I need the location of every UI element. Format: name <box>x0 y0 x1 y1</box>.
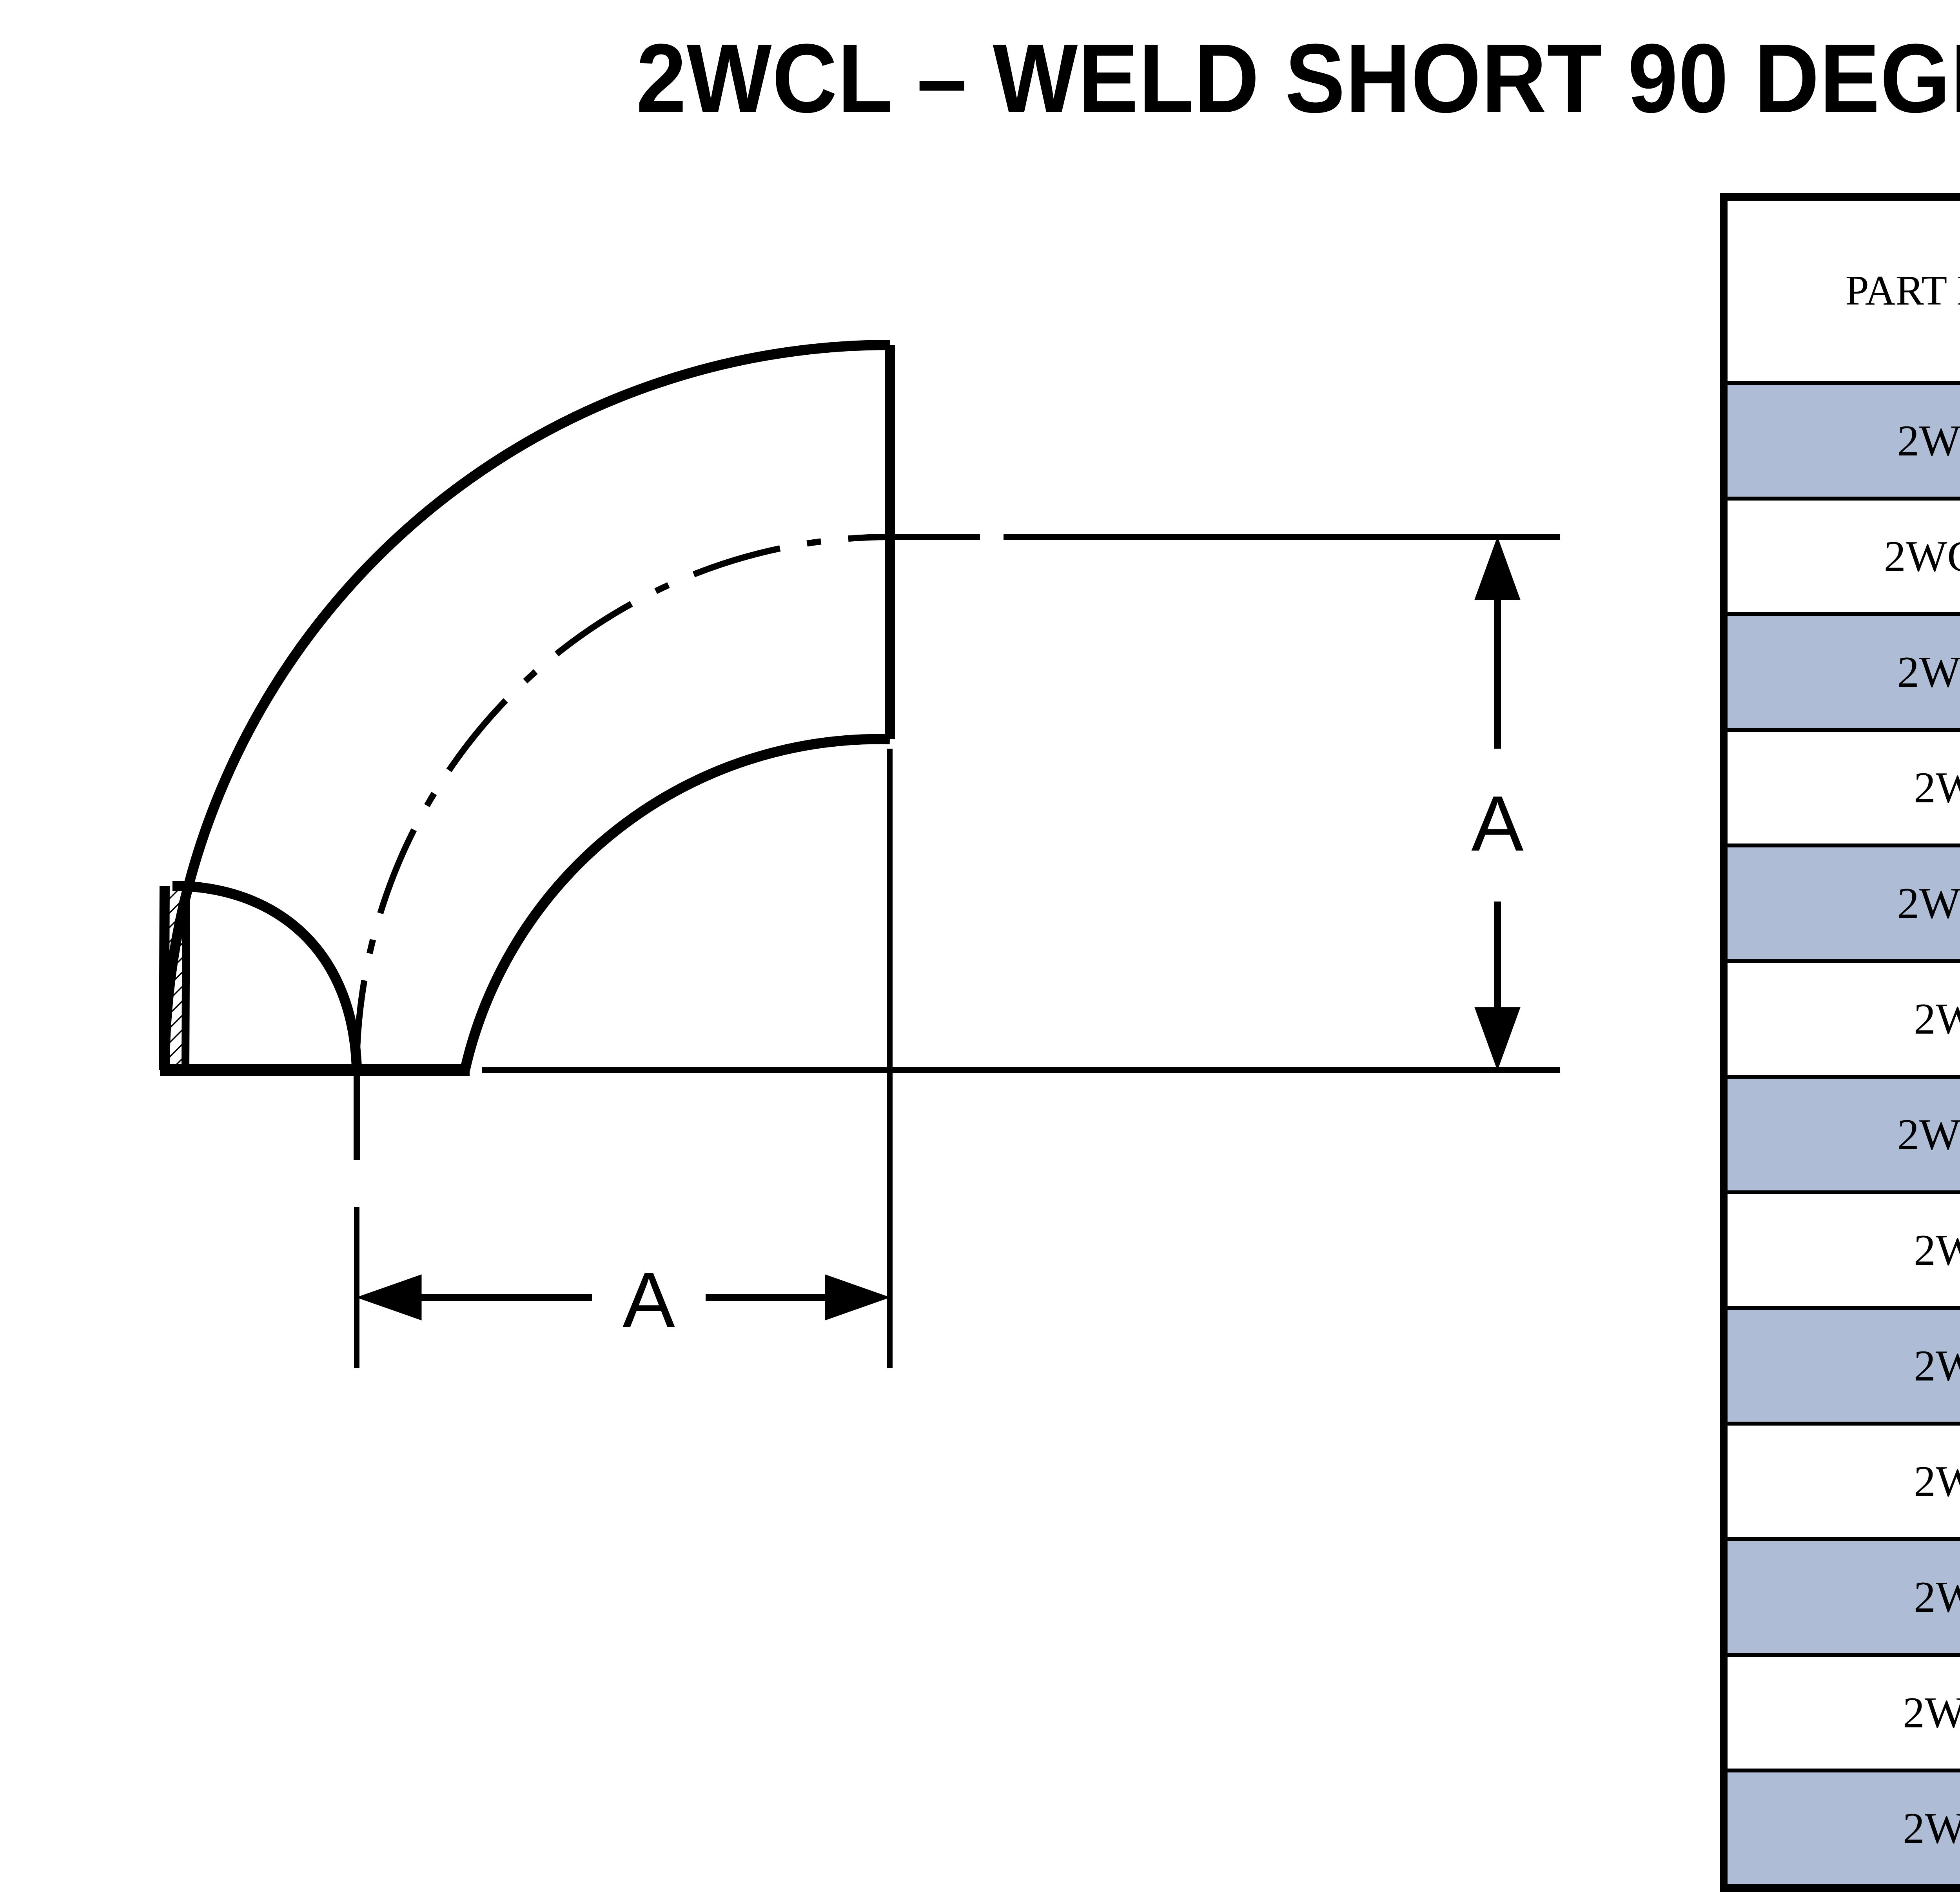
cell-part-number: 2WCL-2.5 <box>1722 1075 1960 1194</box>
dimension-label-horizontal-a: A <box>622 1256 675 1344</box>
elbow-left-wall-outer <box>159 885 170 1070</box>
dim-arrowhead-up <box>1474 536 1521 600</box>
cell-part-number: 2WCL-10 <box>1722 1653 1960 1772</box>
table-row[interactable]: 2WCL-3 3 4.500 <box>1722 1190 1960 1310</box>
table-row[interactable]: 2WCL-6 6 9.000 <box>1722 1422 1960 1541</box>
elbow-drawing-svg: A A <box>159 340 1560 1368</box>
elbow-outer-profile <box>165 345 890 1070</box>
dim-arrowhead-right <box>825 1274 891 1321</box>
elbow-outer-arc <box>160 340 890 1070</box>
cell-part-number: 2WCL-.50L <box>1722 497 1960 616</box>
spec-table-head: PART NUMBER SIZE (inches) A (inches) <box>1722 195 1960 385</box>
elbow-centerline-arc <box>354 534 890 1070</box>
column-header-part-number: PART NUMBER <box>1722 195 1960 385</box>
elbow-drawing-panel: A A <box>0 274 1686 1372</box>
table-row[interactable]: 2WCL-1 1 1.500 <box>1722 728 1960 847</box>
elbow-bore-arc <box>172 881 362 1068</box>
cell-part-number: 2WCL-1 <box>1722 728 1960 847</box>
cell-part-number: 2WCL-8 <box>1722 1537 1960 1657</box>
cell-part-number: 2WCL-.50 <box>1722 381 1960 501</box>
dimension-label-vertical-a: A <box>1471 780 1524 867</box>
cell-part-number: 2WCL-.75 <box>1722 612 1960 732</box>
cell-part-number: 2WCL-6 <box>1722 1422 1960 1541</box>
dimension-vertical-a <box>1474 536 1521 1071</box>
table-row[interactable]: 2WCL-1.5 1-1/2 2.250 <box>1722 844 1960 963</box>
table-row[interactable]: 2WCL-2.5 2-1/2 3.750 <box>1722 1075 1960 1194</box>
cell-part-number: 2WCL-4 <box>1722 1306 1960 1426</box>
wall-section-hatch <box>165 887 185 1068</box>
dimension-horizontal-a <box>356 1274 891 1321</box>
elbow-left-wall-inner <box>181 887 190 1070</box>
table-row[interactable]: 2WCL-12 12 18.000 <box>1722 1769 1960 1890</box>
table-row[interactable]: 2WCL-2 2 3.000 <box>1722 959 1960 1079</box>
table-row[interactable]: 2WCL-.75 3/4 1.125 <box>1722 612 1960 732</box>
dim-arrowhead-down <box>1474 1007 1521 1071</box>
table-header-row: PART NUMBER SIZE (inches) A (inches) <box>1722 195 1960 385</box>
table-row[interactable]: 2WCL-.50 1/2 .750 <box>1722 381 1960 501</box>
spec-table: PART NUMBER SIZE (inches) A (inches) 2WC… <box>1720 193 1960 1892</box>
dim-arrowhead-left <box>356 1274 422 1321</box>
page-title: 2WCL – WELD SHORT 90 DEGREE ELBOW <box>636 24 1960 133</box>
cell-part-number: 2WCL-2 <box>1722 959 1960 1079</box>
spec-table-container: PART NUMBER SIZE (inches) A (inches) 2WC… <box>1720 193 1960 1892</box>
table-row[interactable]: 2WCL-10 10 15.000 <box>1722 1653 1960 1772</box>
cell-part-number: 2WCL-1.5 <box>1722 844 1960 963</box>
table-row[interactable]: 2WCL-8 8 12.000 <box>1722 1537 1960 1657</box>
cell-part-number: 2WCL-3 <box>1722 1190 1960 1310</box>
spec-table-body: 2WCL-.50 1/2 .750 2WCL-.50L 1/2 1.125 2W… <box>1722 381 1960 1890</box>
cell-part-number: 2WCL-12 <box>1722 1769 1960 1890</box>
table-row[interactable]: 2WCL-.50L 1/2 1.125 <box>1722 497 1960 616</box>
table-row[interactable]: 2WCL-4 4 6.000 <box>1722 1306 1960 1426</box>
elbow-inner-wall-arc <box>460 734 890 1071</box>
column-header-part-number-label: PART NUMBER <box>1845 267 1960 314</box>
